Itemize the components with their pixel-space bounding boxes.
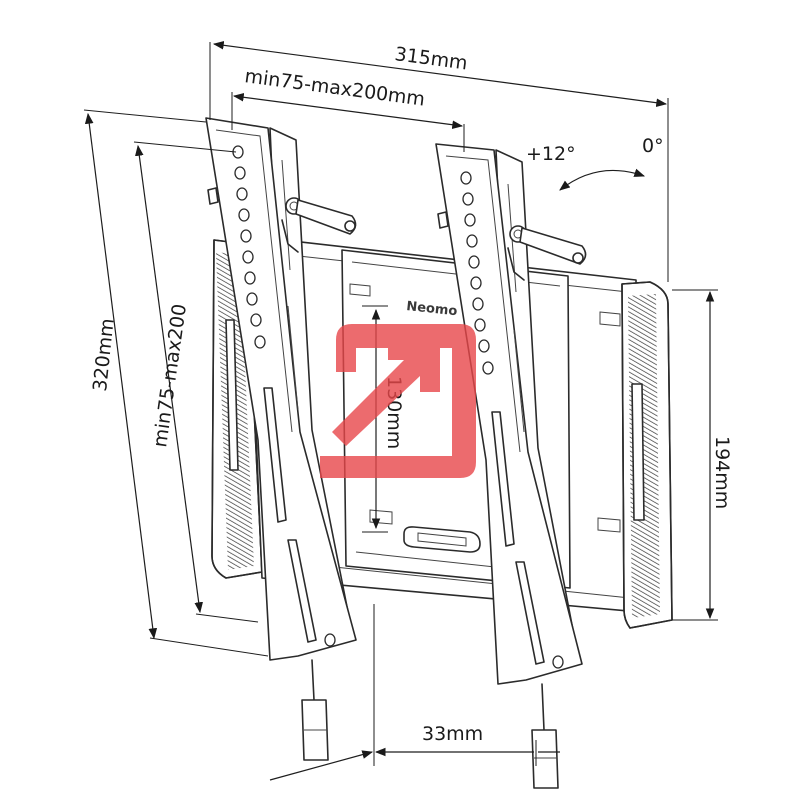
brand-label: Neomo bbox=[406, 299, 458, 319]
vesa-horizontal-label: min75-max200mm bbox=[243, 65, 426, 111]
overall-height-label: 320mm bbox=[89, 317, 119, 392]
tilt-indicator: +12° 0° bbox=[526, 135, 664, 191]
tilt-zero-label: 0° bbox=[642, 135, 664, 157]
dim-depth: 33mm bbox=[269, 604, 560, 781]
external-link-arrow-icon bbox=[320, 324, 476, 478]
right-lever bbox=[507, 225, 587, 281]
left-mount-arm bbox=[205, 117, 357, 761]
plate-height-label: 194mm bbox=[711, 436, 733, 509]
tilt-positive-label: +12° bbox=[526, 143, 576, 165]
right-arm-holes bbox=[460, 171, 494, 375]
right-mount-arm bbox=[435, 143, 587, 789]
left-lever bbox=[281, 197, 357, 253]
dim-plate-height: 194mm bbox=[672, 289, 733, 621]
vesa-vertical-label: min75-max200 bbox=[149, 303, 191, 449]
depth-label: 33mm bbox=[422, 723, 483, 745]
left-arm-holes bbox=[232, 145, 266, 349]
